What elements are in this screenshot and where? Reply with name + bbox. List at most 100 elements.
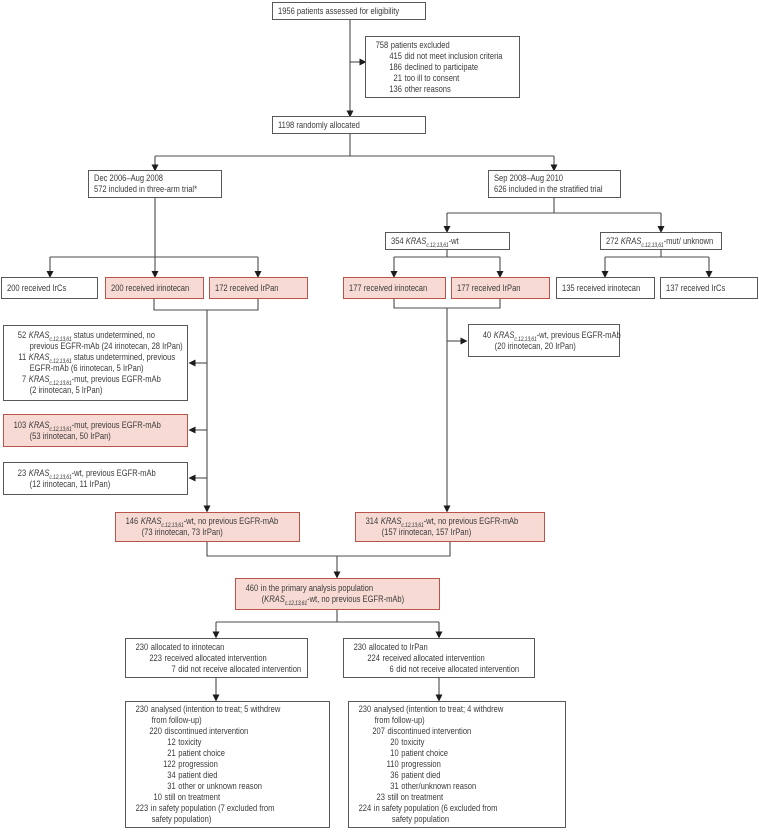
line-number: 10 — [390, 748, 399, 758]
flow-line: 200 received irinotecan — [111, 283, 201, 294]
flow-line: (73 irinotecan, 73 IrPan) — [121, 527, 318, 538]
line-text: 1956 patients assessed for eligibility — [278, 5, 400, 16]
flow-line: (53 irinotecan, 50 IrPan) — [9, 431, 206, 442]
line-number: 7 — [21, 374, 27, 384]
line-text: EGFR-mAb (6 irinotecan, 5 IrPan) — [29, 363, 144, 373]
line-text: allocated to irinotecan — [150, 641, 225, 652]
flow-line: EGFR-mAb (6 irinotecan, 5 IrPan) — [9, 363, 206, 374]
flow-line: safety population — [354, 814, 601, 825]
line-text: analysed (intention to treat; 5 withdrew — [150, 704, 281, 714]
flow-line: 200 received IrCs — [7, 283, 95, 294]
box-three-arm-trial: Dec 2006–Aug 2008 572 included in three-… — [88, 170, 222, 198]
line-number: 314 — [365, 516, 379, 526]
line-text: declined to participate — [404, 61, 479, 72]
line-number: 224 — [358, 803, 372, 813]
line-text: (20 irinotecan, 20 IrPan) — [494, 340, 576, 351]
line-number: 34 — [167, 770, 176, 780]
line-number: 223 — [149, 652, 162, 663]
line-number: 223 — [135, 803, 149, 813]
kras-gene: KRASc.12,13,61 — [264, 594, 308, 607]
flow-line: (12 irinotecan, 11 IrPan) — [9, 479, 206, 490]
line-number: 10 — [153, 792, 162, 802]
kras-gene: KRASc.12,13,61 — [28, 352, 72, 365]
line-text: progression — [178, 759, 218, 769]
flow-line: safety population) — [131, 814, 348, 825]
line-text: did not receive allocated intervention — [396, 663, 520, 674]
line-number: 207 — [372, 726, 385, 736]
box-stratified-trial: Sep 2008–Aug 2010 626 included in the st… — [488, 170, 621, 198]
line-text: 135 received irinotecan — [562, 282, 641, 293]
line-text: KRASc.12,13,61-mut, previous EGFR-mAb — [28, 374, 161, 387]
line-text: received allocated intervention — [382, 652, 485, 663]
line-text: discontinued intervention — [387, 726, 472, 736]
box-randomized: 1198 randomly allocated — [272, 116, 426, 134]
line-number: 230 — [135, 641, 149, 652]
line-number: 31 — [167, 781, 176, 791]
line-text: did not receive allocated intervention — [178, 663, 302, 674]
flow-line: (KRASc.12,13,61-wt, no previous EGFR-mAb… — [241, 594, 458, 607]
line-text: 200 received IrCs — [7, 282, 67, 293]
box-kras-mut-272: 272 KRASc.12,13,61-mut/ unknown — [600, 232, 722, 250]
line-number: 31 — [390, 781, 399, 791]
kras-gene: KRASc.12,13,61 — [380, 516, 424, 529]
line-text: KRASc.12,13,61 status undetermined, prev… — [28, 352, 176, 365]
line-number: 23 — [376, 792, 385, 802]
line-text: safety population) — [151, 814, 212, 824]
line-text: safety population — [391, 814, 450, 824]
kras-gene: KRASc.12,13,61 — [405, 235, 449, 249]
kras-gene: KRASc.12,13,61 — [28, 374, 72, 387]
line-text: from follow-up) — [374, 715, 425, 725]
line-text: 200 received irinotecan — [111, 282, 190, 293]
line-text: 137 received IrCs — [666, 282, 726, 293]
kras-gene: KRASc.12,13,61 — [620, 235, 664, 249]
line-number: 122 — [163, 759, 176, 769]
line-text: (53 irinotecan, 50 IrPan) — [29, 430, 111, 441]
line-text: KRASc.12,13,61-mut, previous EGFR-mAb — [28, 419, 161, 433]
line-text: patients excluded — [390, 39, 450, 50]
line-text: progression — [401, 759, 441, 769]
line-text: (KRASc.12,13,61-wt, no previous EGFR-mAb… — [261, 594, 405, 607]
line-text: KRASc.12,13,61-wt, previous EGFR-mAb — [493, 329, 621, 343]
line-number: 103 — [13, 419, 27, 430]
line-number: 36 — [390, 770, 399, 780]
line-number: 230 — [358, 704, 372, 714]
flow-line: Dec 2006–Aug 2008 — [94, 173, 219, 184]
line-text: Sep 2008–Aug 2010 — [494, 173, 564, 183]
line-number: 12 — [167, 737, 176, 747]
line-number: 6 — [389, 663, 394, 674]
line-text: received allocated intervention — [164, 652, 267, 663]
line-text: 177 received IrPan — [457, 282, 521, 293]
kras-gene: KRASc.12,13,61 — [28, 467, 72, 481]
kras-gene: KRASc.12,13,61 — [493, 329, 537, 343]
flow-line: previous EGFR-mAb (24 irinotecan, 28 IrP… — [9, 341, 206, 352]
line-text: did not meet inclusion criteria — [404, 50, 503, 61]
line-text: 1198 randomly allocated — [278, 119, 360, 130]
line-text: KRASc.12,13,61-wt, no previous EGFR-mAb — [380, 516, 519, 529]
flow-line: 177 received irinotecan — [349, 283, 443, 294]
flow-line: from follow-up) — [131, 715, 348, 726]
